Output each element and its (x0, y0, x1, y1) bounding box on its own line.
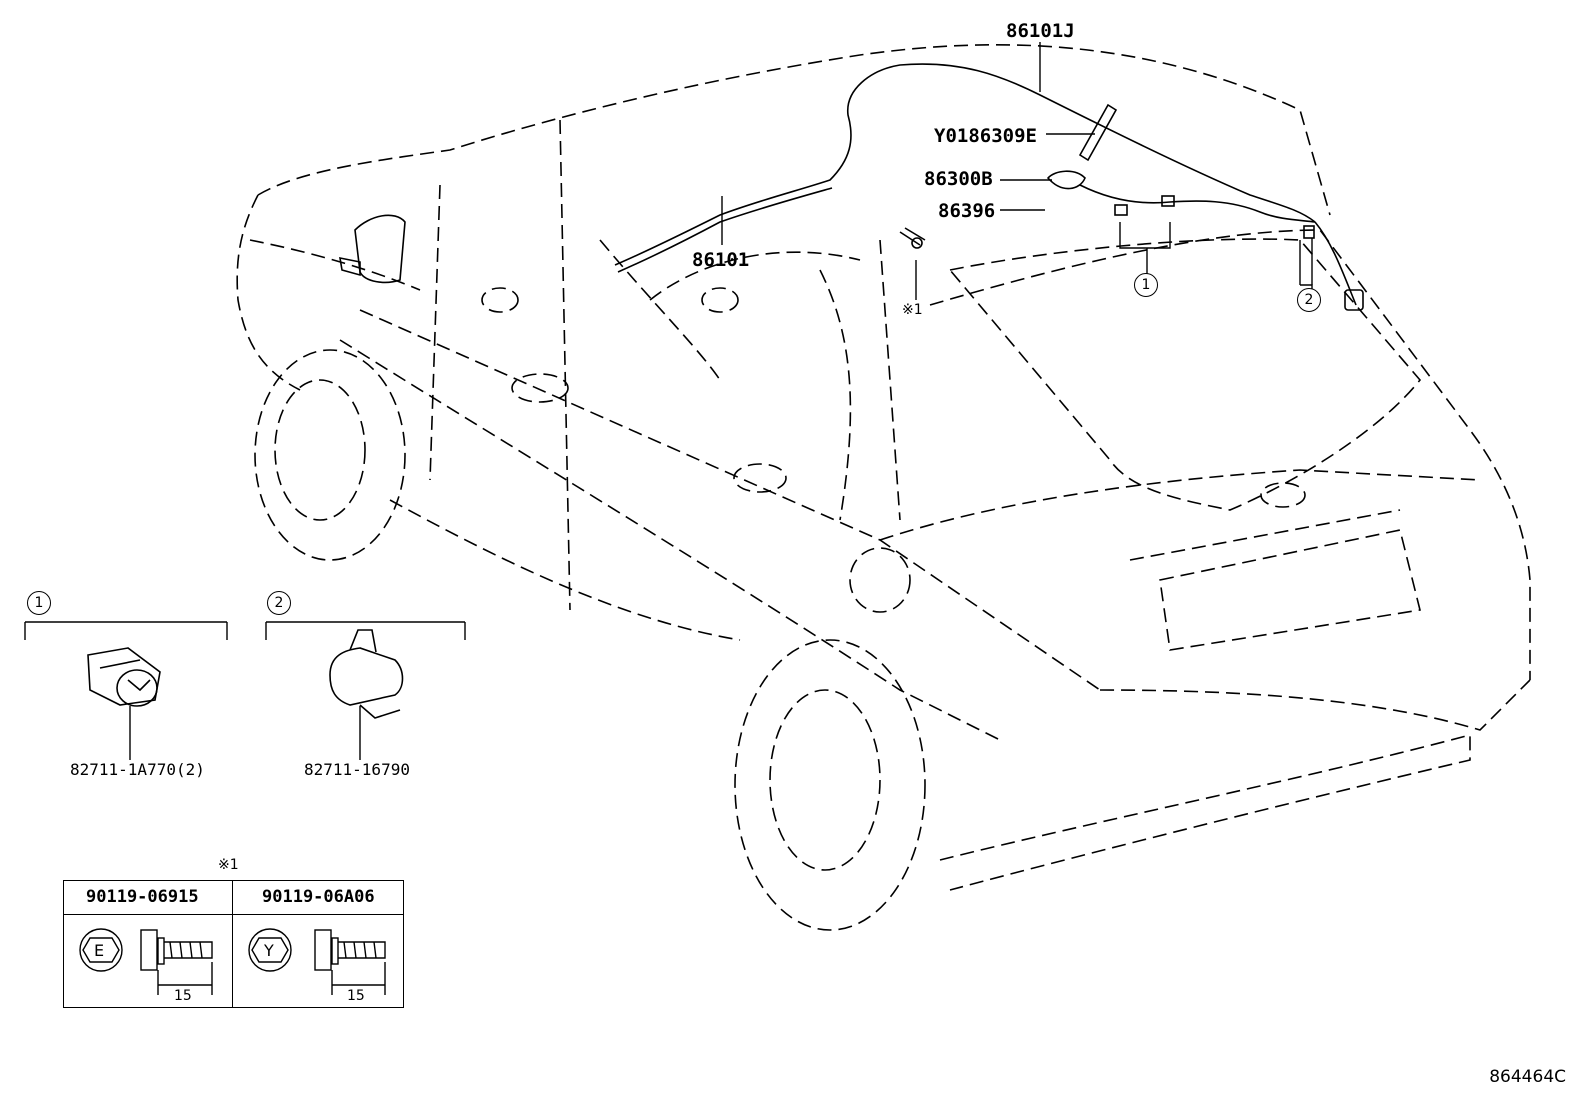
fastener-table: 90119-06915 90119-06A06 E Y 15 15 (63, 880, 404, 1008)
label-clip-2-part: 82711-16790 (304, 760, 410, 779)
clip-2-drawing (329, 629, 404, 719)
drawing-code: 864464C (1489, 1067, 1566, 1087)
note-mark-reference: ※1 (902, 302, 923, 318)
legend-callout-1-badge: 1 (27, 591, 51, 615)
vehicle-outline (236, 43, 1531, 931)
table-col2-part: 90119-06A06 (262, 887, 375, 907)
antenna-cord (614, 63, 1364, 311)
bolt-drawings (79, 928, 386, 995)
callout-1-badge: 1 (1134, 273, 1158, 297)
callout-2-badge: 2 (1297, 288, 1321, 312)
table-note-mark: ※1 (218, 857, 239, 873)
label-86300B: 86300B (924, 168, 993, 190)
leader-lines (24, 42, 1313, 760)
bolt-2-length: 15 (347, 988, 365, 1004)
bolt-head-mark-y: Y (264, 941, 274, 960)
bolt-1-length: 15 (174, 988, 192, 1004)
table-col1-part: 90119-06915 (86, 887, 199, 907)
label-86396: 86396 (938, 200, 996, 222)
label-Y0186309E: Y0186309E (934, 125, 1037, 147)
clip-1-drawing (87, 647, 161, 707)
label-86101J: 86101J (1006, 20, 1075, 42)
label-clip-1-part: 82711-1A770(2) (70, 760, 205, 779)
mirror-outline (339, 214, 406, 284)
legend-callout-2-badge: 2 (267, 591, 291, 615)
bolt-head-mark-e: E (94, 941, 105, 960)
label-86101: 86101 (692, 249, 750, 271)
